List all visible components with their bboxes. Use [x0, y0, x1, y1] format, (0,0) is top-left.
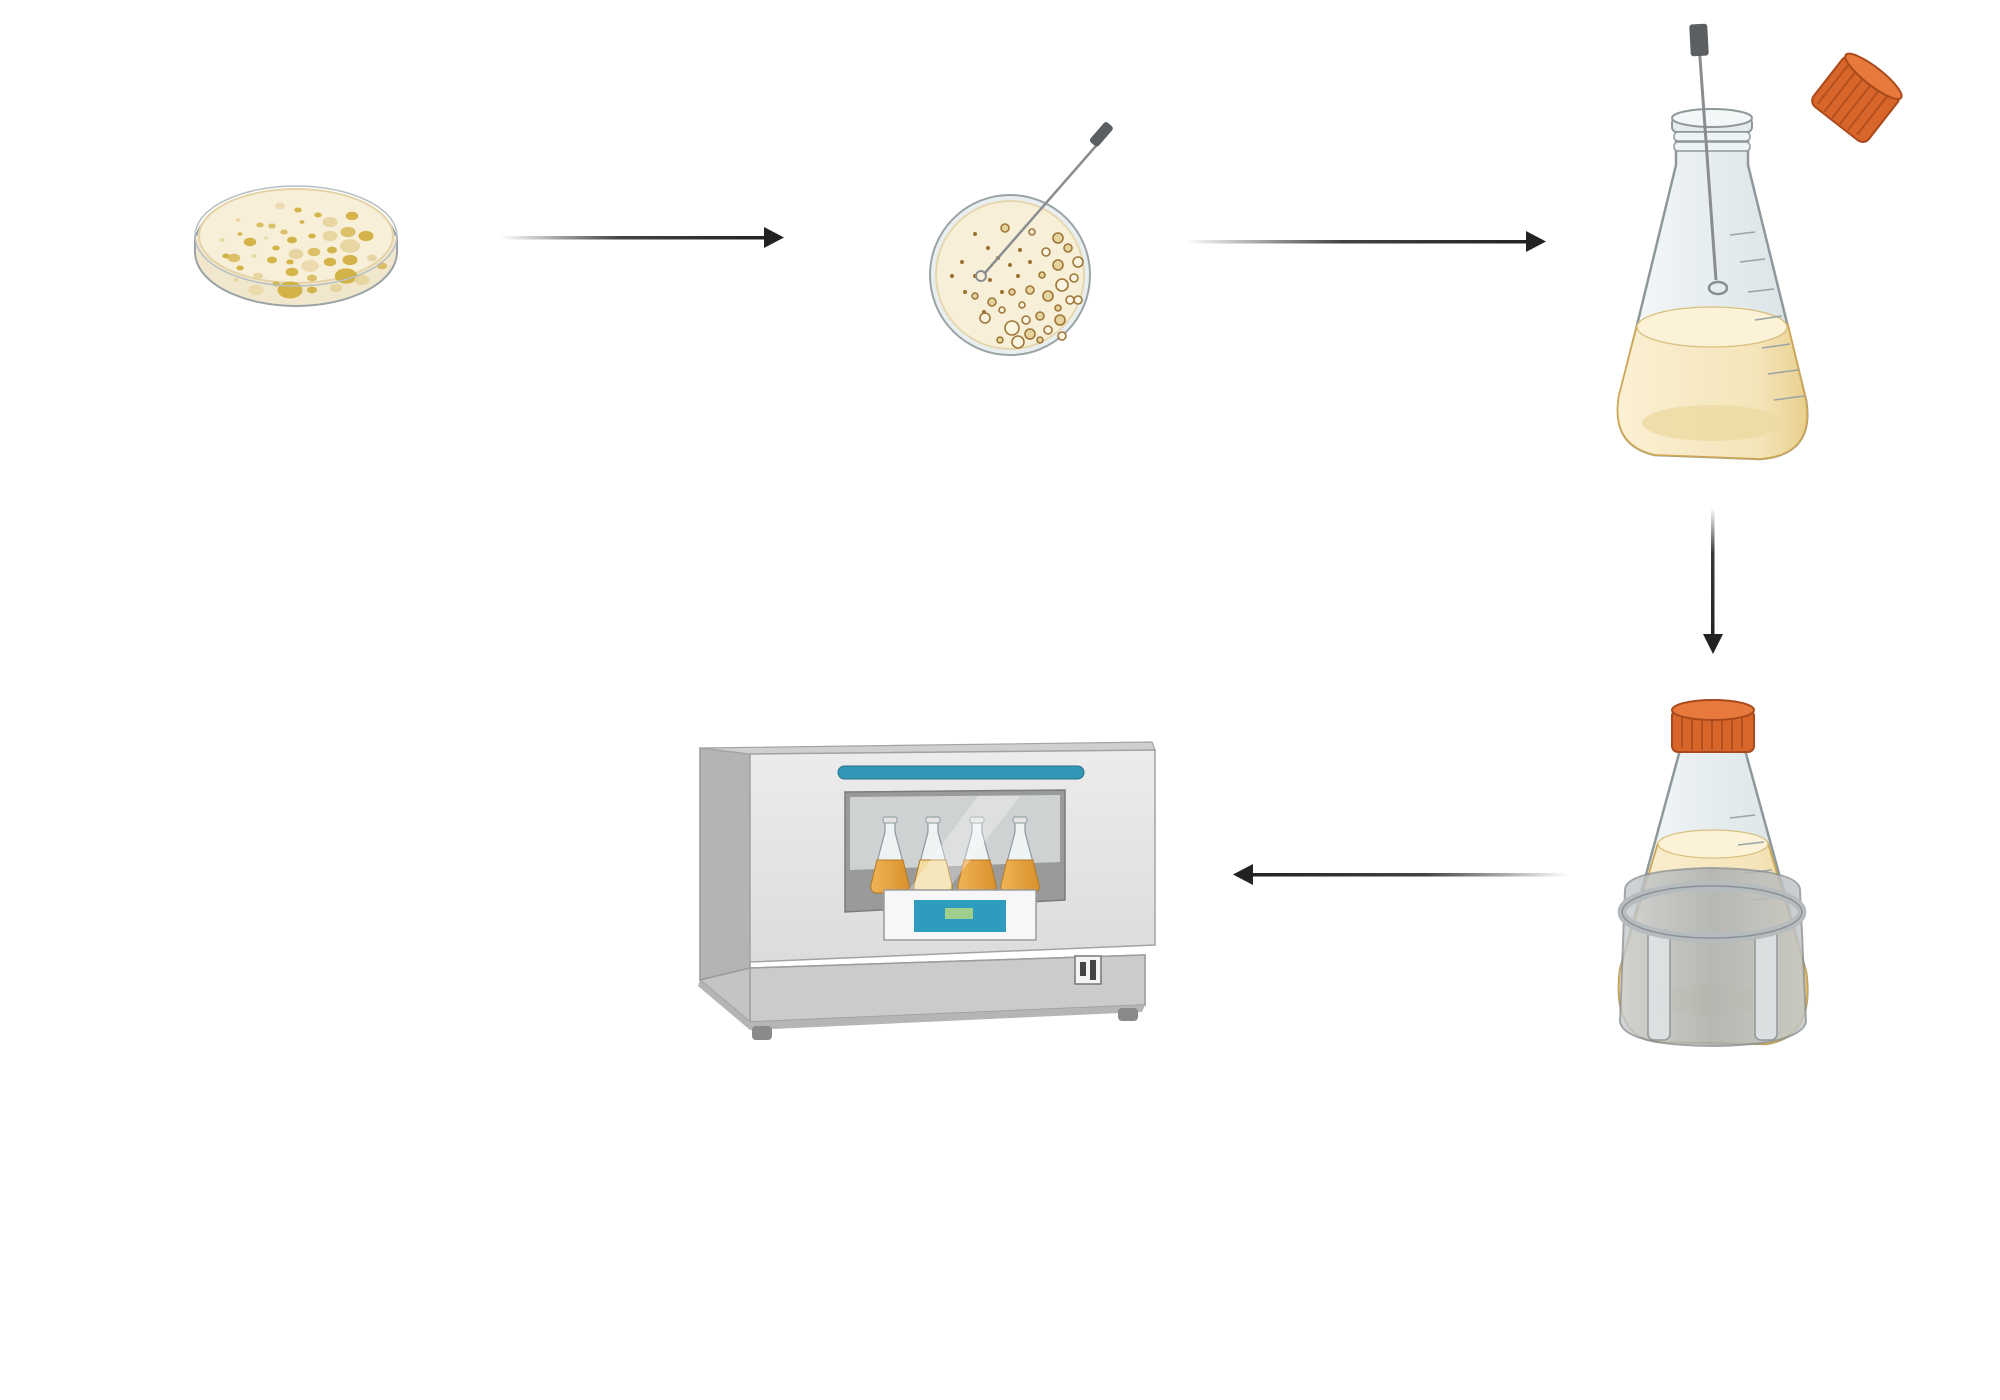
arrow-left-icon: [1233, 864, 1568, 885]
inoculation-loop-picking-colony-icon: [929, 122, 1113, 356]
flask-row: [870, 816, 1040, 894]
shaking-incubator-icon: [698, 741, 1156, 1040]
petri-dish-colonies-icon: [194, 185, 398, 307]
arrow-right-2-icon: [1185, 231, 1546, 252]
colony-cluster: [950, 223, 1084, 349]
capped-flask-in-holder-icon: [1617, 699, 1809, 1048]
arrow-right-1-icon: [500, 227, 784, 248]
erlenmeyer-flask-inoculation-icon: [1616, 23, 1903, 461]
arrow-down-icon: [1703, 508, 1723, 654]
